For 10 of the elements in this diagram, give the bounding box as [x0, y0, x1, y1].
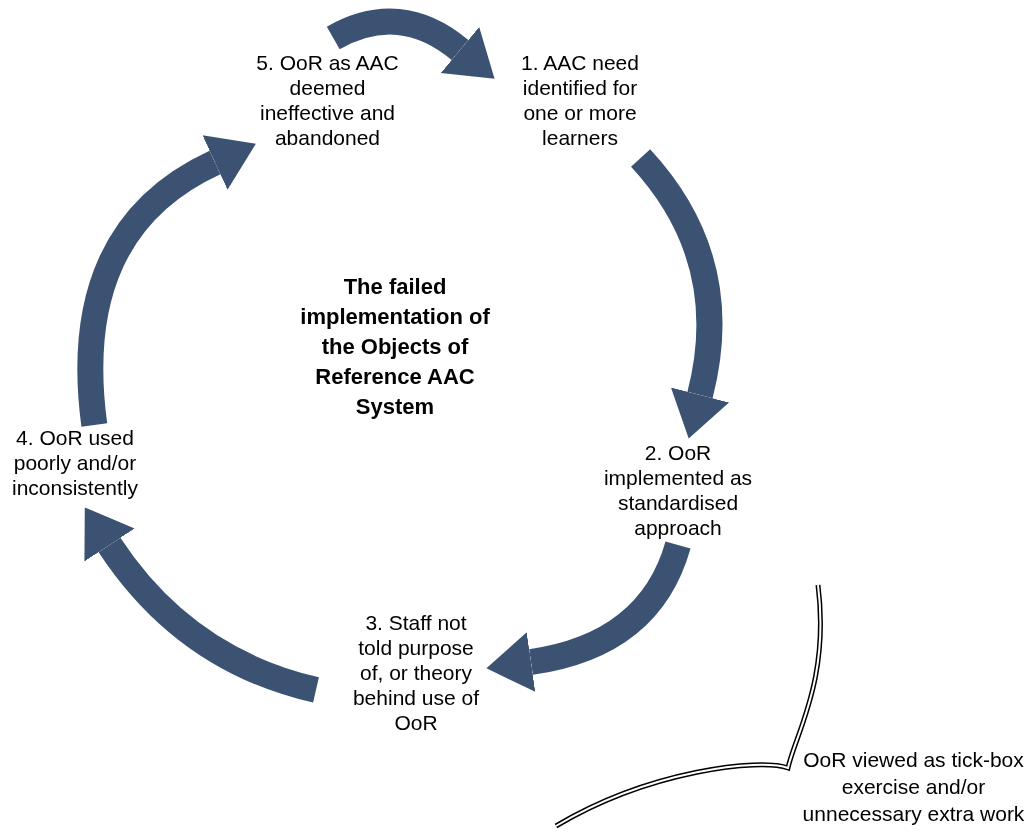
- step-text: 2. OoR implemented as standardised approach: [603, 440, 753, 540]
- curved-arrow: [83, 508, 320, 703]
- step-text: 5. OoR as AAC deemed ineffective and abandoned: [255, 50, 400, 150]
- brace-note: OoR viewed as tick-box exercise and/or unnecessary extra work: [801, 747, 1026, 827]
- step-text: 3. Staff not told purpose of, or theory behind use of OoR: [351, 610, 481, 735]
- step-text: 4. OoR used poorly and/or inconsistently: [10, 425, 140, 500]
- step-text: 1. AAC need identified for one or more learners: [520, 50, 640, 150]
- cycle-title: The failed implementation of the Objects of Reference AAC System: [299, 273, 491, 421]
- curved-arrow: [77, 135, 255, 427]
- curved-arrow: [630, 149, 730, 439]
